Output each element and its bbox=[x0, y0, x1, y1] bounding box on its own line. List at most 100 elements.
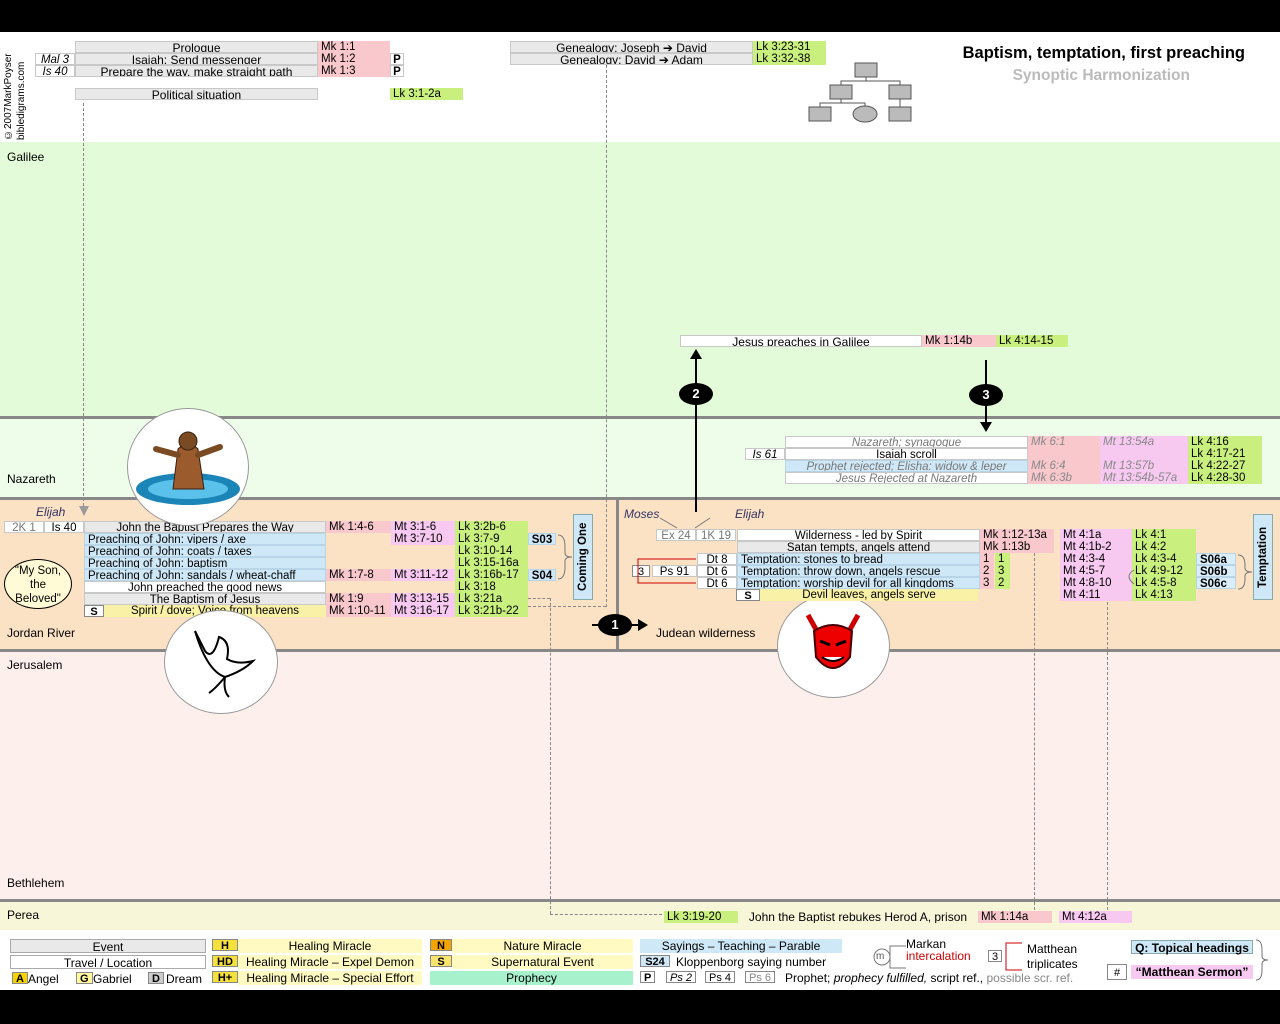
connector-genealogy-h bbox=[528, 606, 606, 607]
connector-perea bbox=[550, 598, 551, 914]
supernatural-tag: S bbox=[84, 605, 104, 618]
moses-label: Moses bbox=[624, 507, 660, 521]
order-mk: 2 bbox=[980, 565, 994, 577]
org-chart-icon bbox=[808, 62, 912, 123]
dove-picture bbox=[164, 610, 278, 714]
political-situation: Political situation bbox=[75, 88, 318, 100]
speech-bubble: "My Son, the Beloved" bbox=[4, 559, 72, 609]
nazareth-mk: Mk 6:4 bbox=[1028, 460, 1100, 472]
wilderness-pre-ref: Dt 6 bbox=[697, 577, 737, 589]
legend-g-tag: G bbox=[76, 972, 93, 985]
nazareth-mt bbox=[1100, 448, 1188, 460]
bottom-bar bbox=[0, 990, 1280, 1024]
nazareth-mk: Mk 6:3b bbox=[1028, 472, 1100, 484]
nazareth-event: Isaiah scroll bbox=[785, 448, 1028, 460]
jordan-mt: Mt 3:7-10 bbox=[391, 533, 455, 545]
triplicates-icon bbox=[1005, 942, 1022, 971]
header-mk: Mk 1:3 bbox=[318, 65, 390, 77]
jordan-event: The Baptism of Jesus bbox=[84, 593, 326, 605]
genealogy-lk: Lk 3:23-31 bbox=[753, 41, 826, 53]
connector-mt412a bbox=[1107, 597, 1108, 910]
nazareth-mk: Mk 6:1 bbox=[1028, 436, 1100, 448]
legend-supernatural: Supernatural Event bbox=[452, 955, 633, 969]
legend-s-tag: S bbox=[430, 955, 452, 968]
kloppenborg-tag: S04 bbox=[528, 569, 556, 581]
connector-prologue bbox=[83, 103, 84, 511]
john-baptist-picture bbox=[127, 408, 249, 526]
wilderness-mk: Mk 1:12-13a bbox=[980, 529, 1054, 541]
jordan-lk: Lk 3:15-16a bbox=[455, 557, 528, 569]
region-bethlehem: Bethlehem bbox=[7, 876, 65, 890]
legend-dream: Dream bbox=[166, 972, 203, 986]
legend-hash-tag: # bbox=[1107, 964, 1127, 980]
wilderness-mt: Mt 4:5-7 bbox=[1060, 565, 1132, 577]
pre-1k19: 1K 19 bbox=[696, 529, 736, 541]
jordan-event: Preaching of John: sandals / wheat-chaff bbox=[84, 569, 326, 581]
perea-lk: Lk 3:19-20 bbox=[664, 911, 738, 923]
connector-perea-h1 bbox=[528, 598, 550, 599]
genealogy-lk: Lk 3:32-38 bbox=[753, 53, 826, 65]
legend-sayings: Sayings – Teaching – Parable bbox=[640, 939, 842, 953]
kloppenborg-tag: S03 bbox=[528, 533, 556, 545]
legend-triplicates: triplicates bbox=[1027, 957, 1078, 971]
wilderness-lk: Lk 4:13 bbox=[1132, 589, 1196, 601]
jordan-lk: Lk 3:10-14 bbox=[455, 545, 528, 557]
wilderness-event: Temptation: throw down, angels rescue bbox=[737, 565, 980, 577]
galilee-band bbox=[0, 142, 1280, 416]
jordan-mt: Mt 3:13-15 bbox=[391, 593, 455, 605]
wilderness-event: Devil leaves, angels serve bbox=[760, 589, 978, 601]
jordan-mt: Mt 3:1-6 bbox=[391, 521, 455, 533]
devil-icon bbox=[805, 613, 861, 669]
legend-markan: Markan bbox=[906, 937, 947, 951]
wilderness-lk: Lk 4:2 bbox=[1132, 541, 1196, 553]
triplicate-bracket-icon bbox=[637, 558, 696, 584]
legend-ps6-tag: Ps 6 bbox=[745, 971, 776, 984]
markan-intercalation-icon bbox=[873, 945, 906, 969]
wilderness-mt: Mt 4:8-10 bbox=[1060, 577, 1132, 589]
perea-mt: Mt 4:12a bbox=[1059, 911, 1132, 923]
divider-1 bbox=[0, 416, 1280, 419]
prophet-tag: P bbox=[390, 53, 404, 65]
legend-d-tag: D bbox=[148, 972, 164, 985]
elijah-label: Elijah bbox=[36, 505, 66, 519]
header-mk: Mk 1:1 bbox=[318, 41, 390, 53]
header-event: Prologue bbox=[75, 41, 318, 53]
legend-ps4-tag: Ps 4 bbox=[705, 971, 736, 984]
legend-m-glyph: m bbox=[876, 951, 885, 962]
kloppenborg-tag: S06b bbox=[1196, 565, 1236, 577]
region-perea: Perea bbox=[7, 908, 40, 922]
header-pre-ref: Is 40 bbox=[35, 65, 75, 77]
jordan-lk: Lk 3:21b-22 bbox=[455, 605, 528, 617]
header-event: Isaiah: Send messenger bbox=[75, 53, 318, 65]
wilderness-mt: Mt 4:1b-2 bbox=[1060, 541, 1132, 553]
wilderness-mt: Mt 4:11 bbox=[1060, 589, 1132, 601]
legend-kloppenborg: Kloppenborg saying number bbox=[676, 955, 827, 969]
order-lk: 2 bbox=[995, 577, 1010, 589]
arrow-down-icon bbox=[79, 506, 89, 516]
legend-hp-tag: H+ bbox=[212, 971, 238, 984]
legend-prophet: Prophet; prophecy fulfilled, script ref.… bbox=[785, 971, 1073, 985]
jordan-mk: Mk 1:10-11 bbox=[326, 605, 391, 617]
temptation-label: Temptation bbox=[1253, 514, 1273, 600]
copyright: ©2007MarkPoyser bibledigrams.com bbox=[3, 53, 27, 140]
legend-s24-tag: S24 bbox=[640, 955, 670, 968]
dove-icon bbox=[194, 630, 257, 698]
jordan-lk: Lk 3:21a bbox=[455, 593, 528, 605]
nazareth-mt: Mt 13:57b bbox=[1100, 460, 1188, 472]
nazareth-lk: Lk 4:28-30 bbox=[1188, 472, 1262, 484]
wilderness-pre-ref: Dt 6 bbox=[697, 565, 737, 577]
divider-4 bbox=[0, 899, 1280, 902]
brace-icon bbox=[1255, 939, 1269, 981]
header-event: Prepare the way, make straight path bbox=[75, 65, 318, 77]
region-jerusalem: Jerusalem bbox=[7, 658, 63, 672]
marker-2: 2 bbox=[679, 383, 713, 405]
perea-mk: Mk 1:14a bbox=[978, 911, 1052, 923]
header-pre-ref: Mal 3 bbox=[35, 53, 75, 65]
legend-p-tag: P bbox=[640, 971, 656, 984]
baptism-icon bbox=[136, 431, 240, 505]
legend-hd-tag: HD bbox=[212, 955, 238, 968]
jordan-event: Preaching of John: coats / taxes bbox=[84, 545, 326, 557]
region-jordan: Jordan River bbox=[7, 626, 76, 640]
wilderness-lk: Lk 4:1 bbox=[1132, 529, 1196, 541]
brace-icon bbox=[557, 534, 573, 580]
